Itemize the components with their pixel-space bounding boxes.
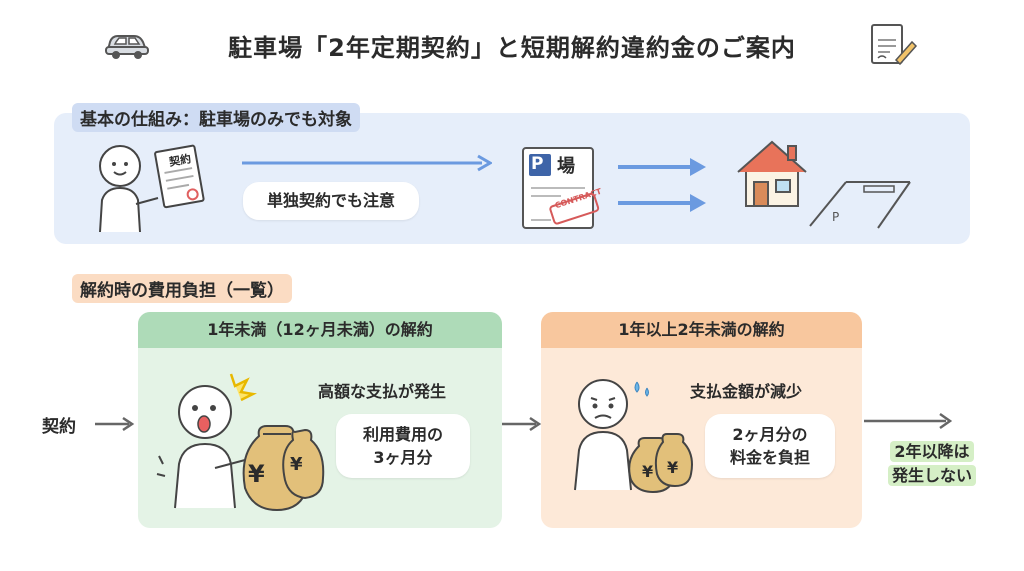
card2-cost-bubble: 2ヶ月分の 料金を負担 (705, 414, 835, 478)
house-icon (734, 136, 808, 214)
card1-headline: 高額な支払が発生 (318, 382, 447, 401)
parking-space-p-mark: P (832, 210, 840, 224)
worried-person-with-money-bags-icon (565, 368, 695, 502)
card1-header: 1年未満（12ヶ月未満）の解約 (138, 312, 502, 348)
shocked-person-with-money-bags-icon (155, 368, 325, 522)
page-title: 駐車場「2年定期契約」と短期解約違約金のご案内 (228, 34, 796, 62)
start-contract-label: 契約 (42, 417, 76, 437)
card2-cost-line2: 料金を負担 (729, 448, 810, 467)
card2-cost-line1: 2ヶ月分の (732, 425, 808, 444)
final-line2: 発生しない (887, 465, 976, 486)
card2-headline: 支払金額が減少 (690, 382, 803, 401)
parking-doc-label: 場 (557, 156, 575, 177)
yen-mark: ¥ (290, 454, 303, 475)
section1-label: 基本の仕組み：駐車場のみでも対象 (72, 103, 360, 132)
arrow-right-icon (242, 153, 493, 177)
yen-mark: ¥ (642, 462, 654, 481)
arrow-right-icon (502, 415, 542, 437)
arrow-to-parking-space-icon (618, 192, 708, 218)
section2-label: 解約時の費用負担（一覧） (72, 274, 292, 303)
contract-document-pen-icon (868, 22, 918, 72)
card2-header: 1年以上2年未満の解約 (541, 312, 862, 348)
no-fee-after-two-years: 2年以降は 発生しない (870, 440, 994, 488)
final-line1: 2年以降は (890, 441, 974, 462)
yen-mark: ¥ (248, 460, 265, 488)
basic-mechanism-panel (54, 113, 970, 244)
card1-cost-line1: 利用費用の (362, 425, 443, 444)
arrow-to-house-icon (618, 156, 708, 182)
yen-mark: ¥ (667, 458, 679, 477)
car-icon (104, 30, 150, 64)
parking-contract-doc-icon (521, 146, 603, 236)
parking-space-icon (806, 176, 916, 236)
person-with-contract-icon (92, 140, 212, 240)
card1-cost-bubble: 利用費用の 3ヶ月分 (336, 414, 470, 478)
arrow-right-icon (95, 415, 135, 437)
parking-p-mark: P (531, 154, 544, 174)
card1-cost-line2: 3ヶ月分 (373, 448, 433, 467)
arrow-right-icon (864, 411, 953, 435)
single-contract-bubble: 単独契約でも注意 (243, 182, 419, 220)
